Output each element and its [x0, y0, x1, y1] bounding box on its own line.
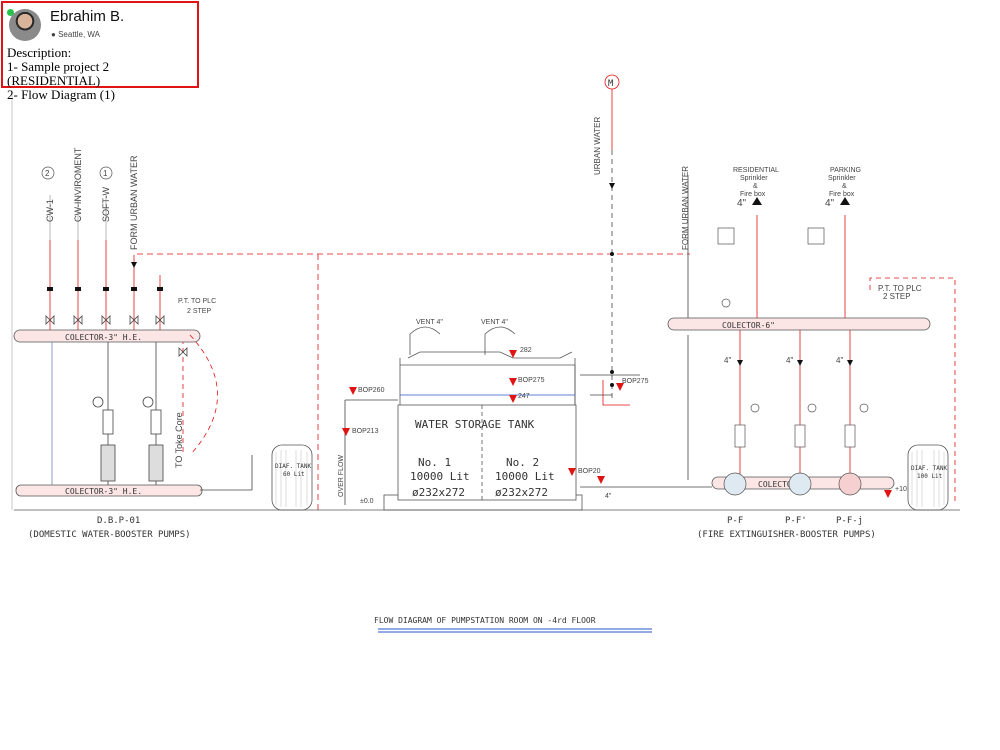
pt-plc-left: P.T. TO PLC — [178, 298, 216, 305]
location-text: Seattle, WA — [58, 30, 101, 39]
collector-label: COLECTOR-3" H.E. — [65, 487, 142, 496]
collector-label: COLECTOR-8" — [758, 480, 811, 489]
overflow-label: OVER FLOW — [338, 455, 345, 497]
profile-card[interactable]: Ebrahim B. ● Seattle, WA Description: 1-… — [1, 1, 199, 102]
riser-label: FORM URBAN WATER — [129, 155, 139, 250]
collector-3-bottom: COLECTOR-3" H.E. — [15, 484, 203, 497]
tank-right-no: No. 2 — [506, 456, 539, 469]
motor-symbol: M — [608, 79, 614, 89]
bop-label: BOP213 — [352, 428, 379, 435]
toke-core-label: TO Toke Core — [174, 412, 184, 468]
left-risers — [49, 240, 184, 455]
riser-bubble: 2 — [45, 169, 50, 178]
size-label: 4" — [724, 356, 731, 365]
level-label: +10 — [895, 486, 907, 493]
online-status-icon — [7, 9, 14, 16]
water-storage-tank — [383, 326, 583, 511]
tank-left-no: No. 1 — [418, 456, 451, 469]
fire-label: P-F-j — [836, 516, 863, 526]
urban-water-line: M — [604, 74, 620, 400]
description-line: 2- Flow Diagram (1) — [7, 87, 115, 102]
level-label: ±0.0 — [360, 498, 374, 505]
dbp-label: D.B.P-01 — [97, 516, 140, 526]
tank-title: WATER STORAGE TANK — [415, 418, 535, 431]
size-label: 4" — [605, 493, 612, 500]
profile-description: Description: 1- Sample project 2 (RESIDE… — [7, 46, 197, 102]
parking-label: PARKING — [830, 167, 861, 174]
riser-label: CW-1 — [45, 199, 55, 222]
pt-plc-right: P.T. TO PLC — [878, 284, 922, 293]
diaf-label: DIAF. TANK — [911, 465, 948, 472]
pt-plc-right: 2 STEP — [883, 292, 911, 301]
parking-label: & — [842, 183, 847, 190]
diaf-label: DIAF. TANK — [275, 463, 312, 470]
collector-label: COLECTOR-6" — [722, 321, 775, 330]
vent-label: VENT 4" — [481, 319, 508, 326]
parking-label: Fire box — [829, 191, 855, 198]
drawing-title: FLOW DIAGRAM OF PUMPSTATION ROOM ON -4rd… — [374, 616, 596, 625]
residential-label: RESIDENTIAL — [733, 167, 779, 174]
avatar[interactable] — [9, 9, 41, 41]
bop-label: BOP275 — [622, 378, 649, 385]
fire-pump-risers — [739, 215, 851, 477]
size-label: 4" — [836, 356, 843, 365]
vent-label: VENT 4" — [416, 319, 443, 326]
description-line: 1- Sample project 2 (RESIDENTIAL) — [7, 59, 110, 88]
tank-left-size: ø232x272 — [412, 486, 465, 499]
residential-label: Fire box — [740, 191, 766, 198]
residential-label: Sprinkler — [740, 175, 768, 182]
urban-water-right-label: FORM URBAN WATER — [681, 166, 690, 250]
parking-label: Sprinkler — [828, 175, 856, 182]
bop-label: 282 — [520, 347, 532, 354]
size-label: 4" — [825, 198, 835, 209]
size-label: 4" — [786, 356, 793, 365]
bop-label: 247 — [518, 393, 530, 400]
description-heading: Description: — [7, 45, 72, 60]
bop-label: BOP275 — [518, 377, 545, 384]
tank-right-size: ø232x272 — [495, 486, 548, 499]
bop-label: BOP260 — [358, 387, 385, 394]
fire-label: P-F — [727, 516, 743, 526]
dbp-desc: (DOMESTIC WATER-BOOSTER PUMPS) — [28, 530, 191, 540]
pt-plc-left: 2 STEP — [187, 308, 211, 315]
diaf-volume: 100 Lit — [917, 473, 943, 480]
domestic-pumps — [92, 342, 164, 485]
profile-name[interactable]: Ebrahim B. — [50, 8, 125, 25]
residential-label: & — [753, 183, 758, 190]
fire-label: P-F' — [785, 516, 807, 526]
profile-location: ● Seattle, WA — [51, 30, 100, 39]
collector-label: COLECTOR-3" H.E. — [65, 333, 142, 342]
tank-right-volume: 10000 Lit — [495, 470, 555, 483]
diaf-tank-left: DIAF. TANK 60 Lit — [271, 444, 313, 511]
bop-label: BOP20 — [578, 468, 601, 475]
riser-label: SOFT-W — [101, 187, 111, 222]
location-pin-icon: ● — [51, 30, 56, 39]
size-label: 4" — [737, 198, 747, 209]
urban-water-label: URBAN WATER — [593, 117, 602, 175]
riser-bubble: 1 — [103, 169, 108, 178]
tank-left-volume: 10000 Lit — [410, 470, 470, 483]
riser-valves — [45, 315, 188, 357]
riser-label: CW-INVIROMENT — [73, 147, 83, 222]
fire-desc: (FIRE EXTINGUISHER-BOOSTER PUMPS) — [697, 530, 876, 540]
collector-3-top: COLECTOR-3" H.E. — [13, 329, 201, 343]
diaf-tank-right: DIAF. TANK 100 Lit — [907, 444, 949, 511]
diaf-volume: 60 Lit — [283, 471, 305, 478]
collector-6: COLECTOR-6" — [667, 317, 931, 331]
